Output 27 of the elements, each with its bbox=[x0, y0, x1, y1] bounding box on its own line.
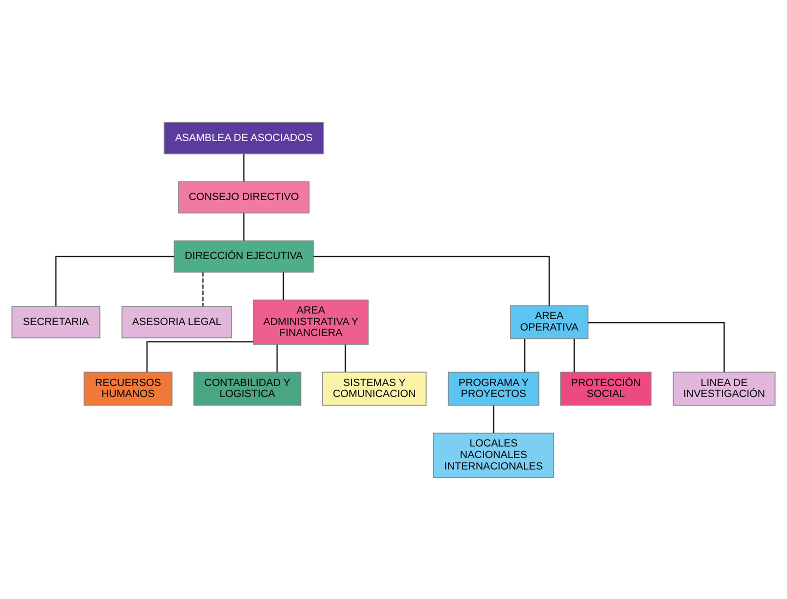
node-box: AREA ADMINISTRATIVA Y FINANCIERA bbox=[252, 299, 369, 344]
connector bbox=[344, 344, 346, 372]
connector bbox=[574, 338, 575, 372]
node-box: CONTABILIDAD Y LOGISTICA bbox=[193, 371, 302, 406]
node-box: DIRECCIÓN EJECUTIVA bbox=[174, 240, 314, 272]
node-box: SISTEMAS Y COMUNICACION bbox=[322, 371, 427, 406]
connector bbox=[243, 154, 244, 181]
node-box: PROGRAMA Y PROYECTOS bbox=[448, 371, 540, 406]
connector bbox=[588, 321, 725, 372]
node-box: LOCALES NACIONALES INTERNACIONALES bbox=[433, 432, 554, 478]
connector bbox=[282, 272, 284, 300]
connector bbox=[524, 338, 526, 372]
connector bbox=[146, 340, 254, 372]
connector bbox=[202, 272, 204, 306]
connector bbox=[276, 344, 278, 372]
node-box: SECRETARIA bbox=[11, 306, 100, 338]
node-box: AREA OPERATIVA bbox=[510, 304, 588, 339]
connector bbox=[492, 405, 494, 432]
node-box: ASESORIA LEGAL bbox=[122, 306, 232, 338]
connector bbox=[314, 255, 550, 306]
node-box: LINEA DE INVESTIGACIÓN bbox=[672, 371, 776, 406]
node-box: ASAMBLEA DE ASOCIADOS bbox=[164, 122, 324, 154]
node-box: PROTECCIÓN SOCIAL bbox=[560, 371, 652, 406]
node-box: CONSEJO DIRECTIVO bbox=[178, 180, 310, 213]
connector bbox=[55, 255, 174, 306]
connector bbox=[243, 212, 244, 240]
node-box: RECUERSOS HUMANOS bbox=[84, 371, 172, 406]
